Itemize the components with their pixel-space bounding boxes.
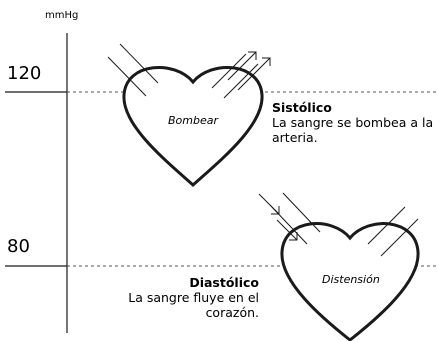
diastolic-value-label: 80 [7,236,30,257]
systolic-note: Sistólico La sangre se bombea a la arter… [272,100,439,145]
systolic-vessel-line [211,53,247,89]
diastolic-description: La sangre fluye en el corazón. [128,290,259,320]
inflow-arrow-icon [258,193,298,241]
diastolic-heart-label: Distensión [322,273,380,286]
systolic-value-label: 120 [7,63,42,84]
diastolic-note: Diastólico La sangre fluye en el corazón… [122,275,259,320]
pressure-unit-label: mmHg [45,10,79,21]
diastolic-vessel-line [367,206,406,245]
systolic-description: La sangre se bombea a la arteria. [272,115,434,145]
systolic-title: Sistólico [272,100,332,115]
systolic-heart-label: Bombear [168,114,219,127]
systolic-vessel-line [223,63,259,99]
systolic-vessel-line [107,56,147,97]
systolic-heart-shape [122,66,264,188]
outflow-arrow-icon [227,51,271,91]
diastolic-title: Diastólico [189,275,259,290]
diastolic-vessel-line [380,218,419,257]
diastolic-vessel-line [282,192,321,233]
systolic-vessel-line [119,43,159,84]
